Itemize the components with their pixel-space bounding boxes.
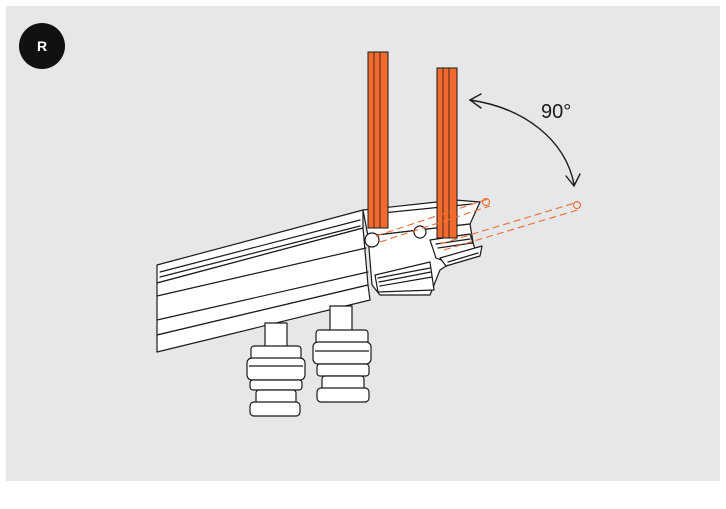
clamp-assembly <box>367 223 483 296</box>
housing-body <box>156 199 481 353</box>
step-badge: R <box>19 23 65 69</box>
knob-right <box>312 305 372 403</box>
knob-left <box>246 322 306 417</box>
angle-label: 90° <box>541 101 572 123</box>
rotated-rod-outlines <box>375 197 582 251</box>
pivot-right <box>413 225 427 239</box>
pivot-left <box>364 232 380 248</box>
rod-left <box>367 51 389 229</box>
curved-double-arrow-icon <box>468 93 581 188</box>
knobs <box>246 305 372 417</box>
rod-right <box>436 67 458 239</box>
orange-rods <box>367 51 458 239</box>
